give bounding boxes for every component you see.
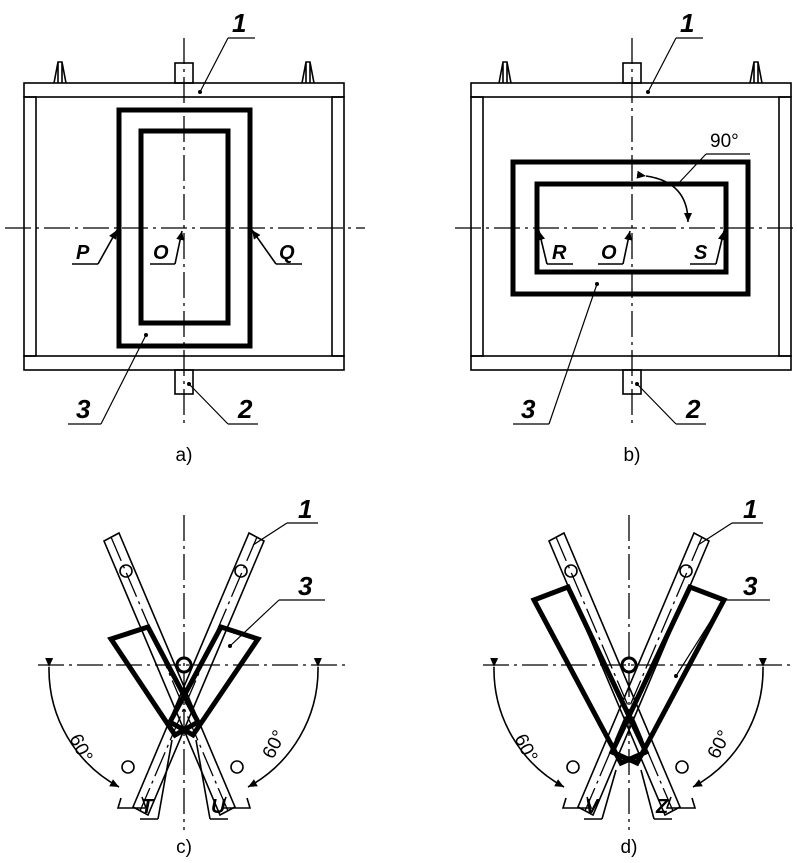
clamp-right-b bbox=[749, 61, 763, 84]
point-z: Z bbox=[640, 769, 672, 820]
angle-label-left-d: 60° bbox=[510, 731, 542, 766]
angle-right-d: 60° bbox=[692, 657, 767, 788]
point-u: U bbox=[195, 739, 228, 820]
callout-num-3-b: 3 bbox=[521, 394, 536, 424]
label-s: S bbox=[694, 242, 708, 264]
callout-3-d: 3 bbox=[674, 571, 770, 678]
arm-left-d bbox=[547, 531, 697, 817]
callout-num-1-d: 1 bbox=[743, 494, 757, 524]
angle-label-left-c: 60° bbox=[65, 731, 97, 766]
label-u: U bbox=[211, 796, 226, 818]
left-post-a bbox=[23, 96, 37, 357]
arm-right-d bbox=[561, 531, 711, 817]
callout-num-1-c: 1 bbox=[298, 494, 312, 524]
specimen-right-d bbox=[608, 583, 728, 767]
label-p: P bbox=[76, 242, 90, 264]
frame-b bbox=[470, 61, 792, 395]
callout-3-b: 3 bbox=[513, 282, 599, 425]
arm-left-c bbox=[102, 531, 252, 817]
angle-left-c: 60° bbox=[45, 657, 120, 788]
label-q: Q bbox=[279, 242, 295, 264]
point-o-b: O bbox=[598, 230, 633, 265]
rotation-arrow: 90° bbox=[636, 131, 750, 223]
arm-right-d-foot bbox=[561, 796, 593, 809]
arm-right-c bbox=[116, 531, 266, 817]
point-v: V bbox=[584, 769, 617, 820]
rotation-label: 90° bbox=[710, 131, 739, 152]
angle-right-c: 60° bbox=[247, 657, 322, 788]
right-post-b bbox=[778, 96, 792, 357]
pivot-d bbox=[620, 656, 638, 674]
panel-d: 60° 60° V Z 1 3 d) bbox=[483, 494, 790, 858]
left-post-b bbox=[470, 96, 484, 357]
callout-1-b: 1 bbox=[646, 8, 703, 94]
panel-b: 90° R O S 1 2 bbox=[455, 8, 797, 466]
point-p: P bbox=[72, 229, 118, 265]
label-o-b: O bbox=[601, 242, 617, 264]
callout-1-c: 1 bbox=[252, 494, 318, 546]
callout-num-2-b: 2 bbox=[685, 394, 701, 424]
callout-num-2-a: 2 bbox=[237, 394, 253, 424]
label-o-a: O bbox=[153, 242, 169, 264]
callout-num-1-a: 1 bbox=[232, 8, 246, 38]
specimen-right-c bbox=[166, 623, 262, 739]
callout-2-a: 2 bbox=[187, 382, 258, 425]
panel-a: P O Q 1 2 bbox=[5, 8, 365, 466]
callout-1-d: 1 bbox=[697, 494, 763, 546]
callout-1-a: 1 bbox=[198, 8, 255, 94]
caption-d: d) bbox=[621, 837, 638, 858]
arm-right-c-foot bbox=[116, 796, 148, 809]
caption-a: a) bbox=[176, 445, 193, 466]
point-s: S bbox=[690, 230, 726, 265]
callout-3-a: 3 bbox=[68, 333, 148, 425]
arm-left-c-foot bbox=[220, 796, 252, 809]
bottom-rail-b bbox=[470, 355, 792, 371]
point-o-a: O bbox=[150, 230, 185, 265]
point-r: R bbox=[537, 230, 573, 265]
label-r: R bbox=[552, 242, 567, 264]
callout-num-3-d: 3 bbox=[743, 571, 758, 601]
arm-left-d-foot bbox=[665, 796, 697, 809]
clamp-left-b bbox=[498, 61, 512, 84]
callout-num-3-a: 3 bbox=[76, 394, 91, 424]
label-z: Z bbox=[655, 796, 669, 818]
label-t: T bbox=[141, 796, 155, 818]
caption-b: b) bbox=[624, 445, 641, 466]
clamp-left-a bbox=[53, 61, 67, 84]
point-t: T bbox=[140, 739, 173, 820]
clamp-right-a bbox=[301, 61, 315, 84]
callout-num-3-c: 3 bbox=[298, 571, 313, 601]
top-rail-b bbox=[470, 82, 792, 98]
caption-c: c) bbox=[176, 837, 192, 858]
callout-2-b: 2 bbox=[635, 382, 706, 425]
panel-c: 60° 60° T U 1 3 c) bbox=[38, 494, 345, 858]
callout-3-c: 3 bbox=[228, 571, 325, 648]
callout-num-1-b: 1 bbox=[680, 8, 694, 38]
right-post-a bbox=[331, 96, 345, 357]
angle-left-d: 60° bbox=[490, 657, 565, 788]
specimen-left-d bbox=[530, 583, 650, 767]
pivot-c bbox=[175, 656, 193, 674]
point-q: Q bbox=[251, 229, 302, 265]
specimen-left-c bbox=[107, 623, 202, 739]
label-v: V bbox=[585, 796, 600, 818]
